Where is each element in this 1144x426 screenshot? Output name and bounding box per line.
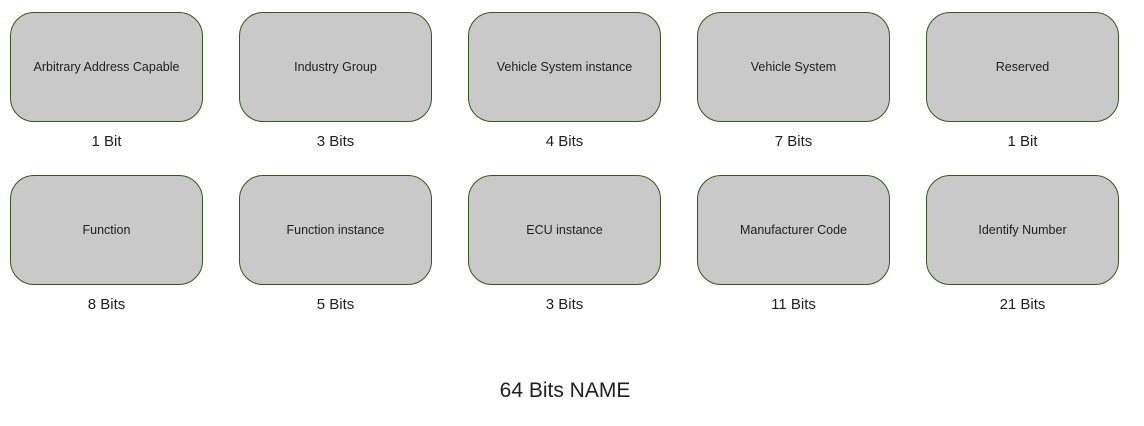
field-cell: Function instance 5 Bits xyxy=(239,175,432,315)
field-label: Arbitrary Address Capable xyxy=(33,59,180,74)
field-bits-label: 1 Bit xyxy=(1007,133,1038,150)
field-bits-label: 3 Bits xyxy=(545,296,584,313)
field-bits-label: 21 Bits xyxy=(999,296,1046,313)
field-box-arbitrary-address-capable: Arbitrary Address Capable xyxy=(10,12,203,122)
field-bits-label: 4 Bits xyxy=(545,133,584,150)
field-bits-label: 8 Bits xyxy=(87,296,126,313)
field-box-industry-group: Industry Group xyxy=(239,12,432,122)
field-cell: Function 8 Bits xyxy=(10,175,203,315)
field-cell: Identify Number 21 Bits xyxy=(926,175,1119,315)
field-bits-label: 3 Bits xyxy=(316,133,355,150)
field-cell: Reserved 1 Bit xyxy=(926,12,1119,152)
field-bits-label: 1 Bit xyxy=(91,133,122,150)
field-bits-label: 7 Bits xyxy=(774,133,813,150)
field-cell: Arbitrary Address Capable 1 Bit xyxy=(10,12,203,152)
field-cell: Vehicle System 7 Bits xyxy=(697,12,890,152)
field-box-identify-number: Identify Number xyxy=(926,175,1119,285)
field-label: Reserved xyxy=(995,59,1050,74)
field-label: Manufacturer Code xyxy=(739,222,847,237)
field-label: Vehicle System xyxy=(750,59,837,74)
field-label: Function xyxy=(82,222,131,237)
field-label: Vehicle System instance xyxy=(496,59,633,74)
field-box-reserved: Reserved xyxy=(926,12,1119,122)
diagram-caption: 64 Bits NAME xyxy=(499,379,631,402)
field-label: Function instance xyxy=(286,222,385,237)
field-box-function: Function xyxy=(10,175,203,285)
field-bits-label: 11 Bits xyxy=(771,296,816,313)
field-box-vehicle-system-instance: Vehicle System instance xyxy=(468,12,661,122)
field-box-vehicle-system: Vehicle System xyxy=(697,12,890,122)
field-box-ecu-instance: ECU instance xyxy=(468,175,661,285)
fields-row-top: Arbitrary Address Capable 1 Bit Industry… xyxy=(10,12,1120,152)
field-label: Identify Number xyxy=(978,222,1067,237)
field-label: Industry Group xyxy=(294,59,377,74)
field-bits-label: 5 Bits xyxy=(316,296,355,313)
field-box-manufacturer-code: Manufacturer Code xyxy=(697,175,890,285)
fields-row-bottom: Function 8 Bits Function instance 5 Bits… xyxy=(10,175,1120,315)
field-cell: Manufacturer Code 11 Bits xyxy=(697,175,890,315)
field-box-function-instance: Function instance xyxy=(239,175,432,285)
field-cell: Vehicle System instance 4 Bits xyxy=(468,12,661,152)
field-cell: ECU instance 3 Bits xyxy=(468,175,661,315)
field-cell: Industry Group 3 Bits xyxy=(239,12,432,152)
field-label: ECU instance xyxy=(526,222,603,237)
